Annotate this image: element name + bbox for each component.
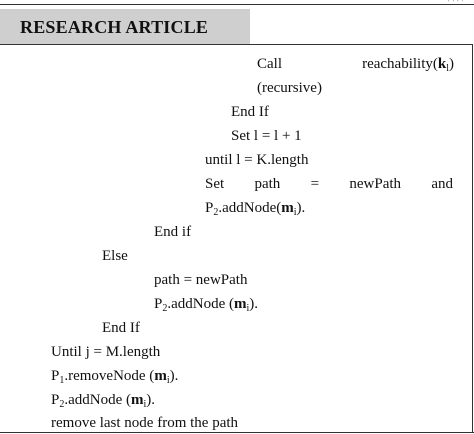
code-m-var: m bbox=[131, 392, 144, 408]
code-line-p2-addnode-outer: P2.addNode (mi). bbox=[51, 391, 156, 410]
code-set-keyword: Set bbox=[205, 176, 225, 192]
code-line-p2-addnode-inner: P2.addNode(mi). bbox=[205, 199, 306, 218]
code-line-p2-addnode-else: P2.addNode (mi). bbox=[154, 295, 259, 314]
top-marks: ' ' ' ' bbox=[448, 0, 464, 6]
code-method: .addNode ( bbox=[64, 392, 131, 408]
code-call-fn-name: reachability( bbox=[362, 56, 438, 72]
code-call-arg: k bbox=[437, 56, 447, 72]
code-line-set-l: Set l = l + 1 bbox=[231, 128, 302, 144]
code-end: ). bbox=[169, 368, 179, 384]
code-line-path-assign: path = newPath bbox=[154, 272, 248, 288]
code-m-sub: i bbox=[166, 375, 170, 386]
code-set-and: and bbox=[431, 176, 453, 192]
bottom-rule bbox=[0, 432, 474, 433]
code-set-equals: = bbox=[310, 176, 320, 192]
code-line-end-if-outer: End If bbox=[102, 320, 140, 336]
code-line-set-path: Set path = newPath and bbox=[205, 175, 453, 193]
code-end: ). bbox=[146, 392, 156, 408]
code-m-sub: i bbox=[143, 399, 147, 410]
code-line-until-l: until l = K.length bbox=[205, 152, 309, 168]
code-line-p1-removenode: P1.removeNode (mi). bbox=[51, 367, 179, 386]
code-m-var: m bbox=[234, 296, 247, 312]
code-p-sub: 2 bbox=[162, 303, 168, 314]
code-end: ). bbox=[249, 296, 259, 312]
code-call-function: reachability(kl) bbox=[362, 55, 454, 74]
code-method: .removeNode ( bbox=[64, 368, 155, 384]
code-method: .addNode ( bbox=[167, 296, 234, 312]
code-p-sub: 1 bbox=[59, 375, 65, 386]
code-p-var: P bbox=[154, 296, 163, 312]
code-set-newpath: newPath bbox=[349, 176, 402, 192]
code-line-until-j: Until j = M.length bbox=[51, 344, 161, 360]
code-m-sub: i bbox=[293, 207, 297, 218]
code-line-end-if: End if bbox=[154, 224, 192, 240]
code-p-sub: 2 bbox=[59, 399, 65, 410]
code-call-arg-sub: l bbox=[446, 63, 449, 74]
code-p-var: P bbox=[51, 392, 60, 408]
code-set-path: path bbox=[254, 176, 281, 192]
code-p-var: P bbox=[51, 368, 60, 384]
code-line-call: Call reachability(kl) bbox=[257, 55, 454, 74]
code-m-var: m bbox=[154, 368, 167, 384]
code-p-var: P bbox=[205, 200, 214, 216]
code-line-recursive: (recursive) bbox=[257, 80, 322, 96]
code-p-sub: 2 bbox=[213, 207, 219, 218]
code-line-remove-last: remove last node from the path bbox=[51, 415, 239, 431]
code-call-keyword: Call bbox=[257, 56, 282, 72]
top-rule bbox=[0, 4, 474, 5]
code-m-var: m bbox=[281, 200, 294, 216]
section-header: RESEARCH ARTICLE bbox=[0, 9, 250, 44]
code-line-end-if-inner: End If bbox=[231, 104, 269, 120]
code-call-close: ) bbox=[449, 56, 454, 72]
code-end: ). bbox=[296, 200, 306, 216]
code-line-else: Else bbox=[102, 248, 128, 264]
algorithm-box bbox=[0, 44, 473, 432]
code-m-sub: i bbox=[246, 303, 250, 314]
section-title: RESEARCH ARTICLE bbox=[20, 17, 209, 37]
code-method: .addNode( bbox=[218, 200, 282, 216]
